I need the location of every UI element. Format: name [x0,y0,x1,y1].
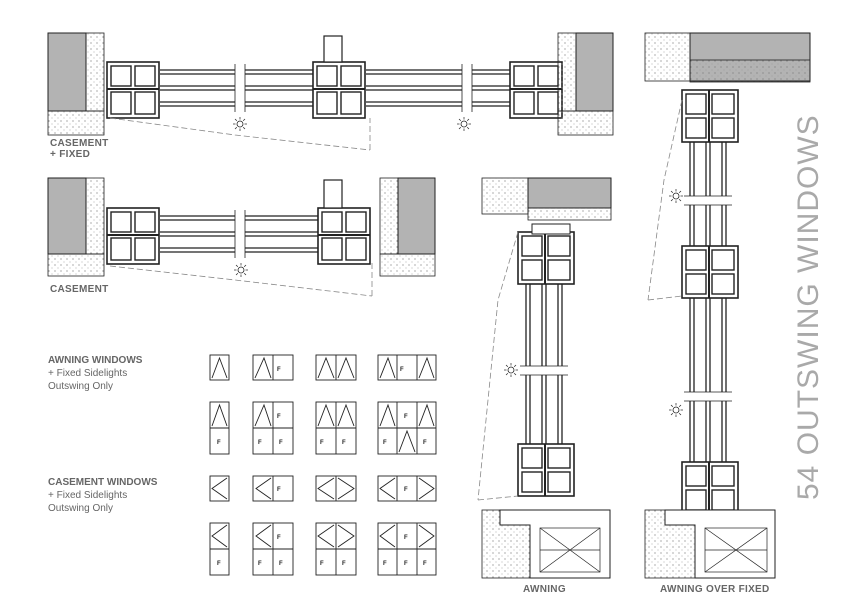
svg-text:F: F [423,440,427,446]
svg-text:F: F [404,561,408,567]
awning-over-fixed-caption: AWNING OVER FIXED [660,584,770,595]
svg-text:F: F [258,561,262,567]
svg-text:F: F [404,487,408,493]
casement-fixed-caption: CASEMENT + FIXED [50,138,109,160]
legend-line: Outswing Only [48,381,114,392]
legend-line: + Fixed Sidelights [48,368,128,379]
svg-text:F: F [423,561,427,567]
svg-text:F: F [279,561,283,567]
svg-text:F: F [277,487,281,493]
casement-fixed-marks: F F F F F F F F F F F F [217,487,427,567]
svg-text:F: F [404,535,408,541]
casement-elevation-icons [209,475,437,576]
svg-text:F: F [277,367,281,373]
svg-text:F: F [383,561,387,567]
svg-text:F: F [342,440,346,446]
awning-legend: AWNING WINDOWS + Fixed Sidelights Outswi… [48,354,142,393]
svg-text:F: F [320,440,324,446]
svg-text:F: F [277,535,281,541]
awning-fixed-marks: F F F F F F F F F F F [217,367,427,446]
svg-text:F: F [404,414,408,420]
awning-elevation-icons [209,354,437,455]
caption-line: CASEMENT [50,138,109,149]
awning-section [477,177,612,579]
casement-fixed-section [47,32,614,151]
page-title-text: 54 OUTSWING WINDOWS [792,114,825,500]
awning-over-fixed-section [644,32,811,579]
svg-text:F: F [383,440,387,446]
legend-heading: AWNING WINDOWS [48,355,143,366]
casement-caption: CASEMENT [50,284,109,295]
casement-legend: CASEMENT WINDOWS + Fixed Sidelights Outs… [48,476,157,515]
awning-caption: AWNING [523,584,566,595]
svg-text:F: F [279,440,283,446]
svg-text:F: F [258,440,262,446]
caption-line: + FIXED [50,149,91,160]
svg-text:F: F [217,440,221,446]
svg-text:F: F [217,561,221,567]
legend-line: + Fixed Sidelights [48,490,128,501]
svg-text:F: F [320,561,324,567]
svg-text:F: F [342,561,346,567]
legend-line: Outswing Only [48,503,114,514]
svg-text:F: F [277,414,281,420]
svg-text:F: F [400,367,404,373]
casement-section [47,177,436,297]
legend-heading: CASEMENT WINDOWS [48,477,158,488]
